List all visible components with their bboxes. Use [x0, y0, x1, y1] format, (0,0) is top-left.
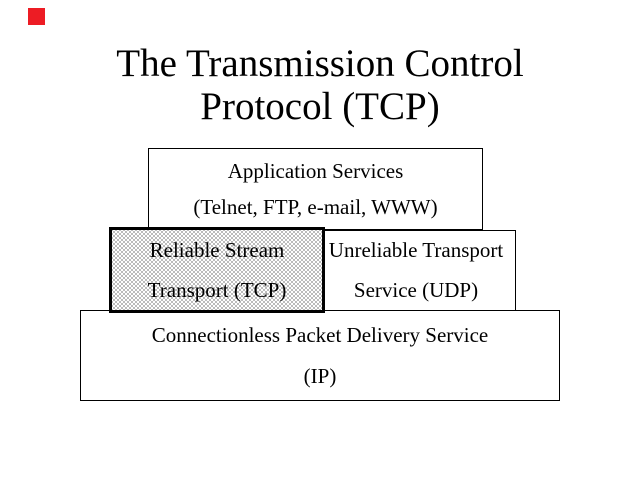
tcp-label-line2: Transport (TCP) [147, 277, 287, 302]
application-services-label-line2: (Telnet, FTP, e-mail, WWW) [193, 194, 438, 219]
ip-label-line1: Connectionless Packet Delivery Service [151, 322, 489, 347]
udp-label-line1: Unreliable Transport [328, 238, 504, 262]
ip-box: Connectionless Packet Delivery Service (… [80, 310, 560, 401]
tcp-box: Reliable Stream Transport (TCP) [109, 227, 325, 313]
application-services-label-line1: Application Services [227, 158, 404, 183]
application-services-box: Application Services (Telnet, FTP, e-mai… [148, 148, 483, 230]
tcp-label-line1: Reliable Stream [149, 237, 285, 262]
red-square-logo [28, 8, 45, 25]
ip-label-line2: (IP) [303, 363, 337, 388]
udp-label-line2: Service (UDP) [353, 278, 479, 302]
udp-label-group: Unreliable Transport Service (UDP) [317, 231, 515, 310]
slide-title: The Transmission Control Protocol (TCP) [0, 42, 640, 128]
slide-title-line2: Protocol (TCP) [200, 85, 440, 128]
slide-title-line1: The Transmission Control [116, 42, 524, 85]
